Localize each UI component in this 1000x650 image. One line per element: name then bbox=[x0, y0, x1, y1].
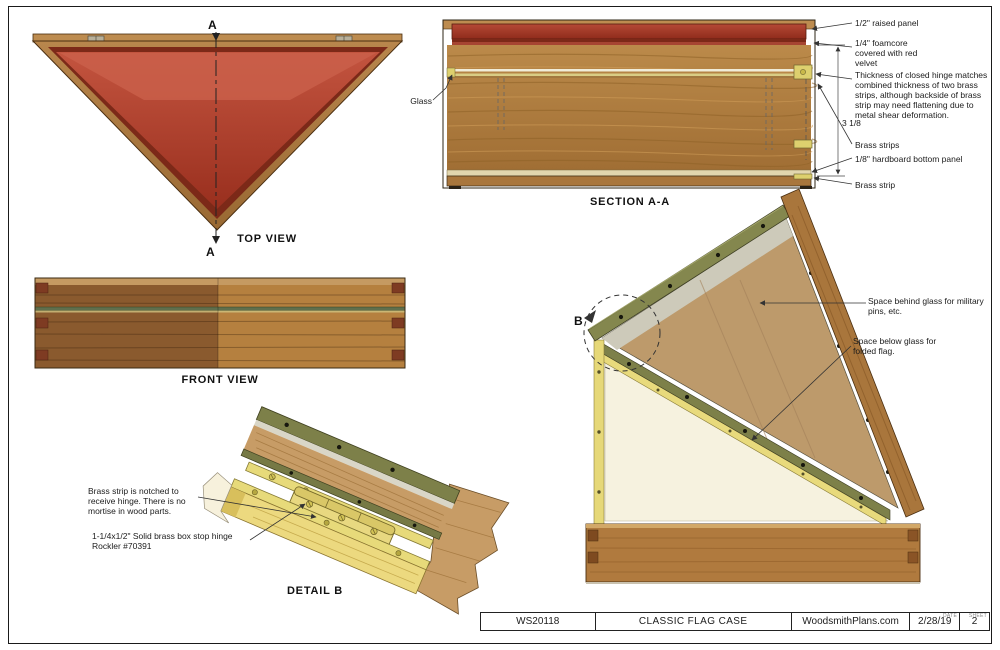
detail-callout-circle bbox=[583, 294, 661, 372]
raised-panel bbox=[451, 23, 807, 40]
section-aa-drawing bbox=[432, 19, 853, 189]
section-marker-a-bottom: A bbox=[206, 245, 215, 259]
base-grain bbox=[589, 537, 917, 573]
label-glass: Glass bbox=[410, 96, 432, 106]
side-leaders bbox=[751, 300, 866, 441]
caption-section-aa: SECTION A-A bbox=[590, 196, 670, 208]
base-joint-fingers bbox=[587, 529, 919, 564]
label-foamcore: 1/4" foamcore covered with red velvet bbox=[855, 38, 918, 69]
grain-lines bbox=[255, 432, 444, 528]
label-hinge-spec: 1-1/4x1/2" Solid brass box stop hinge Ro… bbox=[92, 531, 233, 552]
glass-layer bbox=[447, 69, 811, 72]
caption-detail-b: DETAIL B bbox=[286, 585, 344, 597]
panel-shadow bbox=[452, 39, 806, 42]
base-board bbox=[585, 523, 921, 583]
top-view-drawing bbox=[31, 32, 404, 244]
label-hinge-note: Thickness of closed hinge matches combin… bbox=[855, 70, 988, 121]
wood-grain bbox=[791, 205, 917, 511]
callout-arrow-icon bbox=[584, 310, 596, 323]
red-panel-sheen bbox=[60, 53, 376, 100]
end-grain bbox=[220, 487, 246, 518]
section-arrow-icon bbox=[212, 236, 220, 244]
brass-seam bbox=[35, 310, 405, 313]
frame-screws bbox=[627, 362, 863, 500]
label-space-behind: Space behind glass for military pins, et… bbox=[868, 296, 984, 317]
back-panel-grain bbox=[699, 279, 816, 459]
label-brass-strip: Brass strip bbox=[855, 180, 896, 190]
sheet-number: 2 bbox=[971, 616, 978, 627]
detail-leaders bbox=[197, 496, 317, 541]
base-highlight bbox=[586, 524, 920, 528]
label-dim-height: 3 1/8 bbox=[842, 118, 861, 128]
brass-end-left bbox=[446, 67, 456, 78]
dimension-lines bbox=[817, 44, 845, 177]
label-space-below: Space below glass for folded flag. bbox=[853, 336, 937, 357]
frame-highlight bbox=[588, 205, 784, 330]
glass-frame-molding bbox=[255, 406, 461, 505]
glass-reflection bbox=[602, 218, 793, 350]
detail-b-drawing bbox=[202, 406, 510, 615]
title-block: WS20118 CLASSIC FLAG CASE WoodsmithPlans… bbox=[480, 612, 990, 631]
hardboard-panel bbox=[446, 169, 812, 177]
torn-paper-edge bbox=[202, 472, 233, 524]
top-edge bbox=[35, 278, 405, 285]
bottom-rail bbox=[446, 175, 812, 187]
section-marker-a-top: A bbox=[208, 18, 217, 32]
screws bbox=[284, 422, 395, 472]
sheet-title: CLASSIC FLAG CASE bbox=[596, 613, 792, 630]
glass-seam bbox=[34, 306, 406, 311]
glass-over-wood bbox=[243, 425, 452, 534]
label-notch-note: Brass strip is notched to receive hinge.… bbox=[88, 486, 186, 517]
hidden-lines bbox=[497, 78, 773, 150]
glass-edge bbox=[253, 419, 455, 510]
case-long-side bbox=[780, 188, 925, 518]
screws bbox=[289, 471, 417, 528]
wood-grain bbox=[34, 294, 406, 362]
torn-grain bbox=[425, 499, 501, 583]
front-board-dark bbox=[35, 278, 218, 368]
brass-screws bbox=[656, 388, 863, 509]
leader-lines bbox=[432, 22, 853, 185]
label-raised-panel: 1/2" raised panel bbox=[855, 18, 919, 28]
front-outline bbox=[34, 277, 406, 369]
front-view-drawing bbox=[34, 277, 406, 369]
box-stop-hinge bbox=[289, 486, 396, 545]
case-front-board bbox=[447, 45, 811, 171]
section-outline bbox=[442, 19, 816, 189]
brass-strip-layer bbox=[447, 73, 811, 76]
caption-top-view: TOP VIEW bbox=[237, 233, 297, 245]
side-view-drawing bbox=[583, 188, 925, 584]
seam-line bbox=[447, 76, 811, 78]
grain bbox=[247, 504, 419, 584]
label-hardboard: 1/8" hardboard bottom panel bbox=[855, 154, 963, 164]
box-joint-fingers bbox=[35, 282, 405, 361]
bottom-brass-strip bbox=[793, 173, 813, 180]
base-shadow bbox=[586, 582, 920, 584]
publisher-website: WoodsmithPlans.com bbox=[792, 613, 911, 630]
date-value: 2/28/19 bbox=[918, 616, 952, 627]
screws bbox=[251, 489, 402, 557]
date-label: DATE bbox=[942, 613, 958, 619]
detail-marker-b: B bbox=[574, 314, 583, 328]
plan-number: WS20118 bbox=[481, 613, 596, 630]
section-arrow-icon bbox=[212, 33, 220, 41]
date-cell: DATE 2/28/19 bbox=[910, 613, 961, 630]
sheet-border bbox=[8, 6, 992, 644]
hinge-hardware bbox=[793, 64, 813, 160]
foamcore-layer bbox=[452, 42, 806, 45]
label-brass-strips: Brass strips bbox=[855, 140, 900, 150]
caption-front-view: FRONT VIEW bbox=[181, 374, 259, 386]
sheet-cell: SHEET 2 bbox=[960, 613, 989, 630]
frame-screws bbox=[618, 223, 766, 320]
brass-screws bbox=[597, 370, 601, 494]
sheet-label: SHEET bbox=[968, 613, 987, 619]
